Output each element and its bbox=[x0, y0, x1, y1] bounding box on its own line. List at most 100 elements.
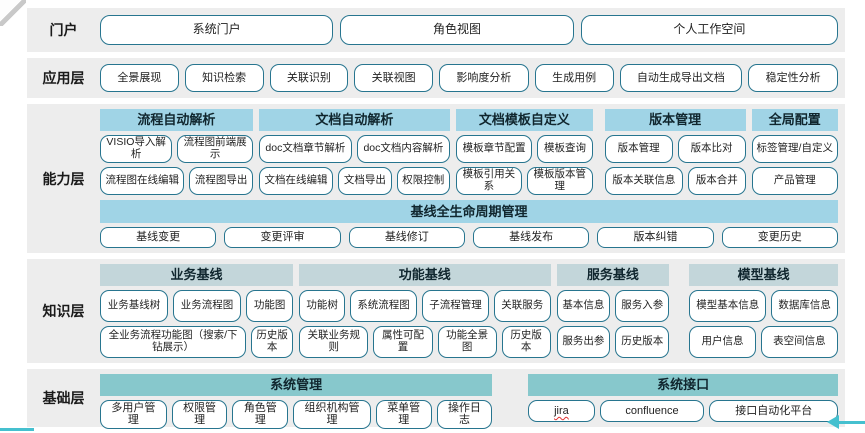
portal-button-1[interactable]: 角色视图 bbox=[340, 15, 574, 45]
application-button-1[interactable]: 知识检索 bbox=[184, 64, 264, 92]
baseline-lifecycle-button-row: 基线变更变更评审基线修订基线发布版本纠错变更历史 bbox=[100, 227, 838, 248]
group-business-baseline-row-1: 全业务流程功能图（搜索/下钻展示）历史版本 bbox=[100, 326, 294, 358]
system-interface-item-0-0[interactable]: jira bbox=[528, 400, 595, 422]
subband-header-baseline-lifecycle: 基线全生命周期管理 bbox=[100, 200, 838, 223]
function-baseline-item-1-0[interactable]: 关联业务规则 bbox=[299, 326, 369, 358]
arrow-shaft bbox=[838, 421, 865, 424]
application-button-4[interactable]: 影响度分析 bbox=[439, 64, 529, 92]
layer-band-knowledge: 知识层业务基线业务基线树业务流程图功能图全业务流程功能图（搜索/下钻展示）历史版… bbox=[27, 259, 845, 363]
group-model-baseline-row-0: 模型基本信息数据库信息 bbox=[689, 290, 838, 322]
group-header-version-management: 版本管理 bbox=[604, 109, 746, 131]
business-baseline-item-1-0[interactable]: 全业务流程功能图（搜索/下钻展示） bbox=[100, 326, 247, 358]
application-button-6[interactable]: 自动生成导出文档 bbox=[619, 64, 743, 92]
process-auto-parse-item-0-0[interactable]: VISIO导入解析 bbox=[100, 135, 173, 163]
process-auto-parse-item-1-0[interactable]: 流程图在线编辑 bbox=[100, 167, 185, 195]
baseline-lifecycle-button-4[interactable]: 版本纠错 bbox=[597, 227, 714, 248]
baseline-lifecycle-button-1[interactable]: 变更评审 bbox=[224, 227, 341, 248]
model-baseline-item-1-0[interactable]: 用户信息 bbox=[689, 326, 756, 358]
layer-label-foundation: 基础层 bbox=[42, 390, 85, 406]
service-baseline-item-0-1[interactable]: 服务入参 bbox=[615, 290, 670, 322]
group-header-global-config: 全局配置 bbox=[751, 109, 838, 131]
group-header-model-baseline: 模型基线 bbox=[689, 264, 838, 286]
group-business-baseline-row-0: 业务基线树业务流程图功能图 bbox=[100, 290, 294, 322]
application-button-0[interactable]: 全景展现 bbox=[100, 64, 179, 92]
version-management-item-1-1[interactable]: 版本合并 bbox=[688, 167, 746, 195]
application-button-7[interactable]: 稳定性分析 bbox=[748, 64, 838, 92]
business-baseline-item-1-1[interactable]: 历史版本 bbox=[251, 326, 294, 358]
baseline-lifecycle-button-0[interactable]: 基线变更 bbox=[100, 227, 217, 248]
layer-content-application: 全景展现知识检索关联识别关联视图影响度分析生成用例自动生成导出文档稳定性分析 bbox=[100, 58, 845, 98]
application-button-5[interactable]: 生成用例 bbox=[534, 64, 614, 92]
business-baseline-item-0-1[interactable]: 业务流程图 bbox=[173, 290, 242, 322]
group-doc-template-custom: 文档模板自定义模板章节配置模板查询模板引用关系模板版本管理 bbox=[455, 109, 593, 195]
group-system-management-row-0: 多用户管理权限管理角色管理组织机构管理菜单管理操作日志 bbox=[100, 400, 493, 429]
baseline-lifecycle-button-5[interactable]: 变更历史 bbox=[721, 227, 838, 248]
doc-auto-parse-item-1-1[interactable]: 文档导出 bbox=[338, 167, 392, 195]
layer-content-portal: 系统门户角色视图个人工作空间 bbox=[100, 8, 845, 52]
group-business-baseline: 业务基线业务基线树业务流程图功能图全业务流程功能图（搜索/下钻展示）历史版本 bbox=[100, 264, 294, 358]
group-doc-template-custom-row-0: 模板章节配置模板查询 bbox=[455, 135, 593, 163]
business-baseline-item-0-0[interactable]: 业务基线树 bbox=[100, 290, 169, 322]
function-baseline-item-0-0[interactable]: 功能树 bbox=[299, 290, 346, 322]
doc-auto-parse-item-0-0[interactable]: doc文档章节解析 bbox=[258, 135, 352, 163]
version-management-item-0-0[interactable]: 版本管理 bbox=[604, 135, 673, 163]
system-management-item-0-3[interactable]: 组织机构管理 bbox=[293, 400, 371, 429]
application-button-2[interactable]: 关联识别 bbox=[269, 64, 349, 92]
system-interface-item-0-1[interactable]: confluence bbox=[599, 400, 705, 422]
group-function-baseline-row-1: 关联业务规则属性可配置功能全景图历史版本 bbox=[299, 326, 551, 358]
model-baseline-item-1-1[interactable]: 表空间信息 bbox=[760, 326, 838, 358]
group-global-config-row-1: 产品管理 bbox=[751, 167, 838, 195]
global-config-item-0-0[interactable]: 标签管理/自定义 bbox=[751, 135, 838, 163]
layer-band-portal: 门户系统门户角色视图个人工作空间 bbox=[27, 8, 845, 52]
group-header-system-interface: 系统接口 bbox=[528, 374, 838, 396]
system-management-item-0-0[interactable]: 多用户管理 bbox=[100, 400, 167, 429]
arrowhead-icon bbox=[827, 415, 839, 429]
service-baseline-item-1-0[interactable]: 服务出参 bbox=[556, 326, 611, 358]
version-management-item-1-0[interactable]: 版本关联信息 bbox=[604, 167, 684, 195]
doc-template-custom-item-1-0[interactable]: 模板引用关系 bbox=[455, 167, 522, 195]
system-management-item-0-1[interactable]: 权限管理 bbox=[171, 400, 228, 429]
process-auto-parse-item-1-1[interactable]: 流程图导出 bbox=[189, 167, 253, 195]
baseline-lifecycle-button-3[interactable]: 基线发布 bbox=[472, 227, 590, 248]
doc-auto-parse-item-1-0[interactable]: 文档在线编辑 bbox=[258, 167, 334, 195]
application-button-row: 全景展现知识检索关联识别关联视图影响度分析生成用例自动生成导出文档稳定性分析 bbox=[100, 64, 838, 92]
group-doc-template-custom-row-1: 模板引用关系模板版本管理 bbox=[455, 167, 593, 195]
system-interface-item-0-2[interactable]: 接口自动化平台 bbox=[709, 400, 839, 422]
system-management-item-0-4[interactable]: 菜单管理 bbox=[375, 400, 432, 429]
function-baseline-item-1-3[interactable]: 历史版本 bbox=[501, 326, 551, 358]
doc-template-custom-item-0-0[interactable]: 模板章节配置 bbox=[455, 135, 533, 163]
process-auto-parse-item-0-1[interactable]: 流程图前端展示 bbox=[177, 135, 253, 163]
doc-template-custom-item-1-1[interactable]: 模板版本管理 bbox=[526, 167, 593, 195]
global-config-item-1-0[interactable]: 产品管理 bbox=[751, 167, 838, 195]
service-baseline-item-1-1[interactable]: 历史版本 bbox=[615, 326, 670, 358]
system-management-item-0-2[interactable]: 角色管理 bbox=[232, 400, 289, 429]
group-service-baseline: 服务基线基本信息服务入参服务出参历史版本 bbox=[556, 264, 670, 358]
function-baseline-item-0-2[interactable]: 子流程管理 bbox=[422, 290, 490, 322]
system-management-item-0-5[interactable]: 操作日志 bbox=[436, 400, 493, 429]
group-version-management-row-0: 版本管理版本比对 bbox=[604, 135, 746, 163]
model-baseline-item-0-1[interactable]: 数据库信息 bbox=[771, 290, 838, 322]
service-baseline-item-0-0[interactable]: 基本信息 bbox=[556, 290, 611, 322]
function-baseline-item-0-1[interactable]: 系统流程图 bbox=[350, 290, 418, 322]
function-baseline-item-1-2[interactable]: 功能全景图 bbox=[437, 326, 497, 358]
slide-corner-decoration bbox=[0, 0, 26, 26]
model-baseline-item-0-0[interactable]: 模型基本信息 bbox=[689, 290, 767, 322]
baseline-lifecycle-button-2[interactable]: 基线修订 bbox=[348, 227, 465, 248]
doc-auto-parse-item-1-2[interactable]: 权限控制 bbox=[396, 167, 450, 195]
function-baseline-item-0-3[interactable]: 关联服务 bbox=[494, 290, 551, 322]
doc-auto-parse-item-0-1[interactable]: doc文档内容解析 bbox=[356, 135, 450, 163]
application-button-3[interactable]: 关联视图 bbox=[354, 64, 433, 92]
group-model-baseline: 模型基线模型基本信息数据库信息用户信息表空间信息 bbox=[689, 264, 838, 358]
function-baseline-item-1-1[interactable]: 属性可配置 bbox=[373, 326, 433, 358]
portal-button-0[interactable]: 系统门户 bbox=[100, 15, 334, 45]
portal-button-2[interactable]: 个人工作空间 bbox=[580, 15, 838, 45]
doc-template-custom-item-0-1[interactable]: 模板查询 bbox=[537, 135, 593, 163]
version-management-item-0-1[interactable]: 版本比对 bbox=[677, 135, 746, 163]
business-baseline-item-0-2[interactable]: 功能图 bbox=[246, 290, 294, 322]
